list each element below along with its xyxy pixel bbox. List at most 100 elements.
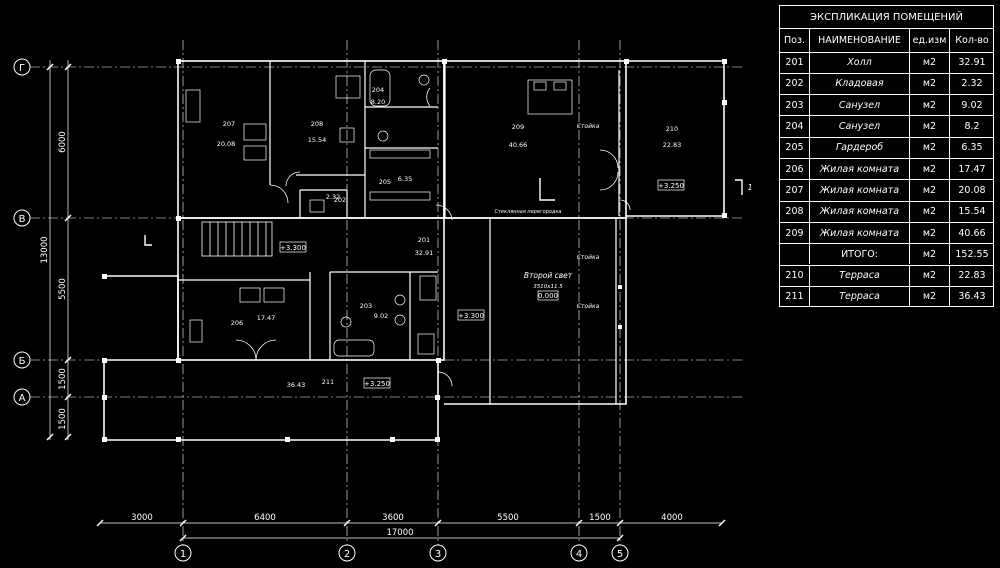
header-qty: Кол-во [949,29,994,52]
header-pos: Поз. [783,34,806,46]
table-cell-pos: 209 [785,227,804,239]
dim-bottom-2: 6400 [254,513,276,523]
table-cell-name: Терраса [809,286,909,308]
table-cell-unit: м2 [909,52,949,73]
table-title: ЭКСПЛИКАЦИЯ ПОМЕЩЕНИЙ [810,11,963,23]
dim-bottom-5: 1500 [589,513,611,523]
room-211-num: 211 [322,378,334,386]
table-cell-qty: 22.83 [949,265,994,286]
axis-label-A: А [19,393,26,404]
level-hall: +3.300 [280,244,306,252]
table-cell-pos: 201 [785,57,804,69]
second-light-label: Второй свет [524,271,573,280]
wall-terrace-210 [626,60,725,217]
table-cell-name: Жилая комната [809,201,909,222]
table-cell-qty: 32.91 [949,52,994,73]
table-cell-name: Санузел [809,116,909,137]
table-cell-unit: м2 [909,95,949,116]
room-205-area: 6.35 [398,175,412,183]
table-cell-unit: м2 [909,265,949,286]
second-light-dims: 3510х11.5 [533,284,563,290]
table-cell-pos: 211 [785,291,804,303]
room-205-num: 205 [379,178,391,186]
room-201-num: 201 [418,236,430,244]
table-header-row: Поз. НАИМЕНОВАНИЕ ед.изм Кол-во [780,28,993,52]
table-cell-name: Холл [809,52,909,73]
table-cell-pos [780,244,809,264]
axis-label-3: 3 [435,549,441,560]
table-cell-unit: м2 [909,116,949,137]
axis-label-5: 5 [617,549,623,560]
table-cell-unit: м2 [909,286,949,308]
table-cell-qty: 2.32 [949,73,994,95]
room-206-num: 206 [231,319,243,327]
header-name: НАИМЕНОВАНИЕ [809,29,909,52]
table-cell-qty: 15.54 [949,201,994,222]
room-207-area: 20.08 [217,140,236,148]
table-cell-qty: 6.35 [949,137,994,158]
staircase [201,221,273,257]
dim-bottom-3: 3600 [382,513,404,523]
table-cell-qty: 9.02 [949,95,994,116]
room-209-area: 40.66 [509,141,528,149]
room-204-area: 8.20 [371,98,385,106]
room-211-area: 36.43 [287,381,306,389]
axis-label-G: Г [19,63,25,74]
room-208-num: 208 [311,120,323,128]
room-210-num: 210 [666,125,678,133]
table-cell-name: Терраса [809,265,909,286]
level-bath-203: +3.300 [458,312,484,320]
stoika-label-3: Стойка [577,303,600,310]
dim-left-1: 6000 [58,131,68,153]
table-cell-name: Жилая комната [809,180,909,201]
table-cell-name: Жилая комната [809,222,909,244]
level-terrace-210: +3.250 [658,182,684,190]
table-cell-qty: 40.66 [949,222,994,244]
wall-terrace-211 [103,275,439,441]
stoika-label-2: Стойка [577,254,600,261]
dim-left-2: 5500 [58,278,68,300]
table-cell-unit: м2 [909,159,949,180]
table-cell-qty: 152.55 [949,244,994,265]
dim-bottom-1: 3000 [131,513,153,523]
table-cell-pos: 208 [785,206,804,218]
wall-second-light [444,217,627,405]
table-cell-pos: 205 [785,142,804,154]
section-label: 1 [747,183,752,192]
room-208-area: 15.54 [308,136,327,144]
stoika-label-1: Стойка [577,123,600,130]
table-cell-pos: 206 [785,163,804,175]
room-204-num: 204 [372,86,384,94]
room-203-area: 9.02 [374,312,388,320]
table-cell-unit: м2 [909,73,949,95]
room-203-num: 203 [360,302,372,310]
table-cell-unit: м2 [909,222,949,244]
dim-left-total: 13000 [40,236,50,263]
room-206-area: 17.47 [257,314,276,322]
table-cell-unit: м2 [909,244,949,265]
axis-label-V: В [19,214,26,225]
partition-label: Стеклянная перегородка [495,209,562,215]
table-cell-unit: м2 [909,137,949,158]
dim-left-3: 1500 [58,368,68,390]
table-cell-name: Кладовая [809,73,909,95]
table-cell-pos: 210 [785,270,804,282]
table-cell-qty: 36.43 [949,286,994,308]
room-202-num: 202 [334,196,346,204]
table-cell-qty: 17.47 [949,159,994,180]
wall-right-block [443,60,627,219]
table-cell-pos: 202 [785,78,804,90]
room-202-area: 2.32 [326,193,340,201]
axis-label-1: 1 [180,549,186,560]
rooms-schedule-table: ЭКСПЛИКАЦИЯ ПОМЕЩЕНИЙ Поз. НАИМЕНОВАНИЕ … [779,5,994,308]
dim-bottom-6: 4000 [661,513,683,523]
